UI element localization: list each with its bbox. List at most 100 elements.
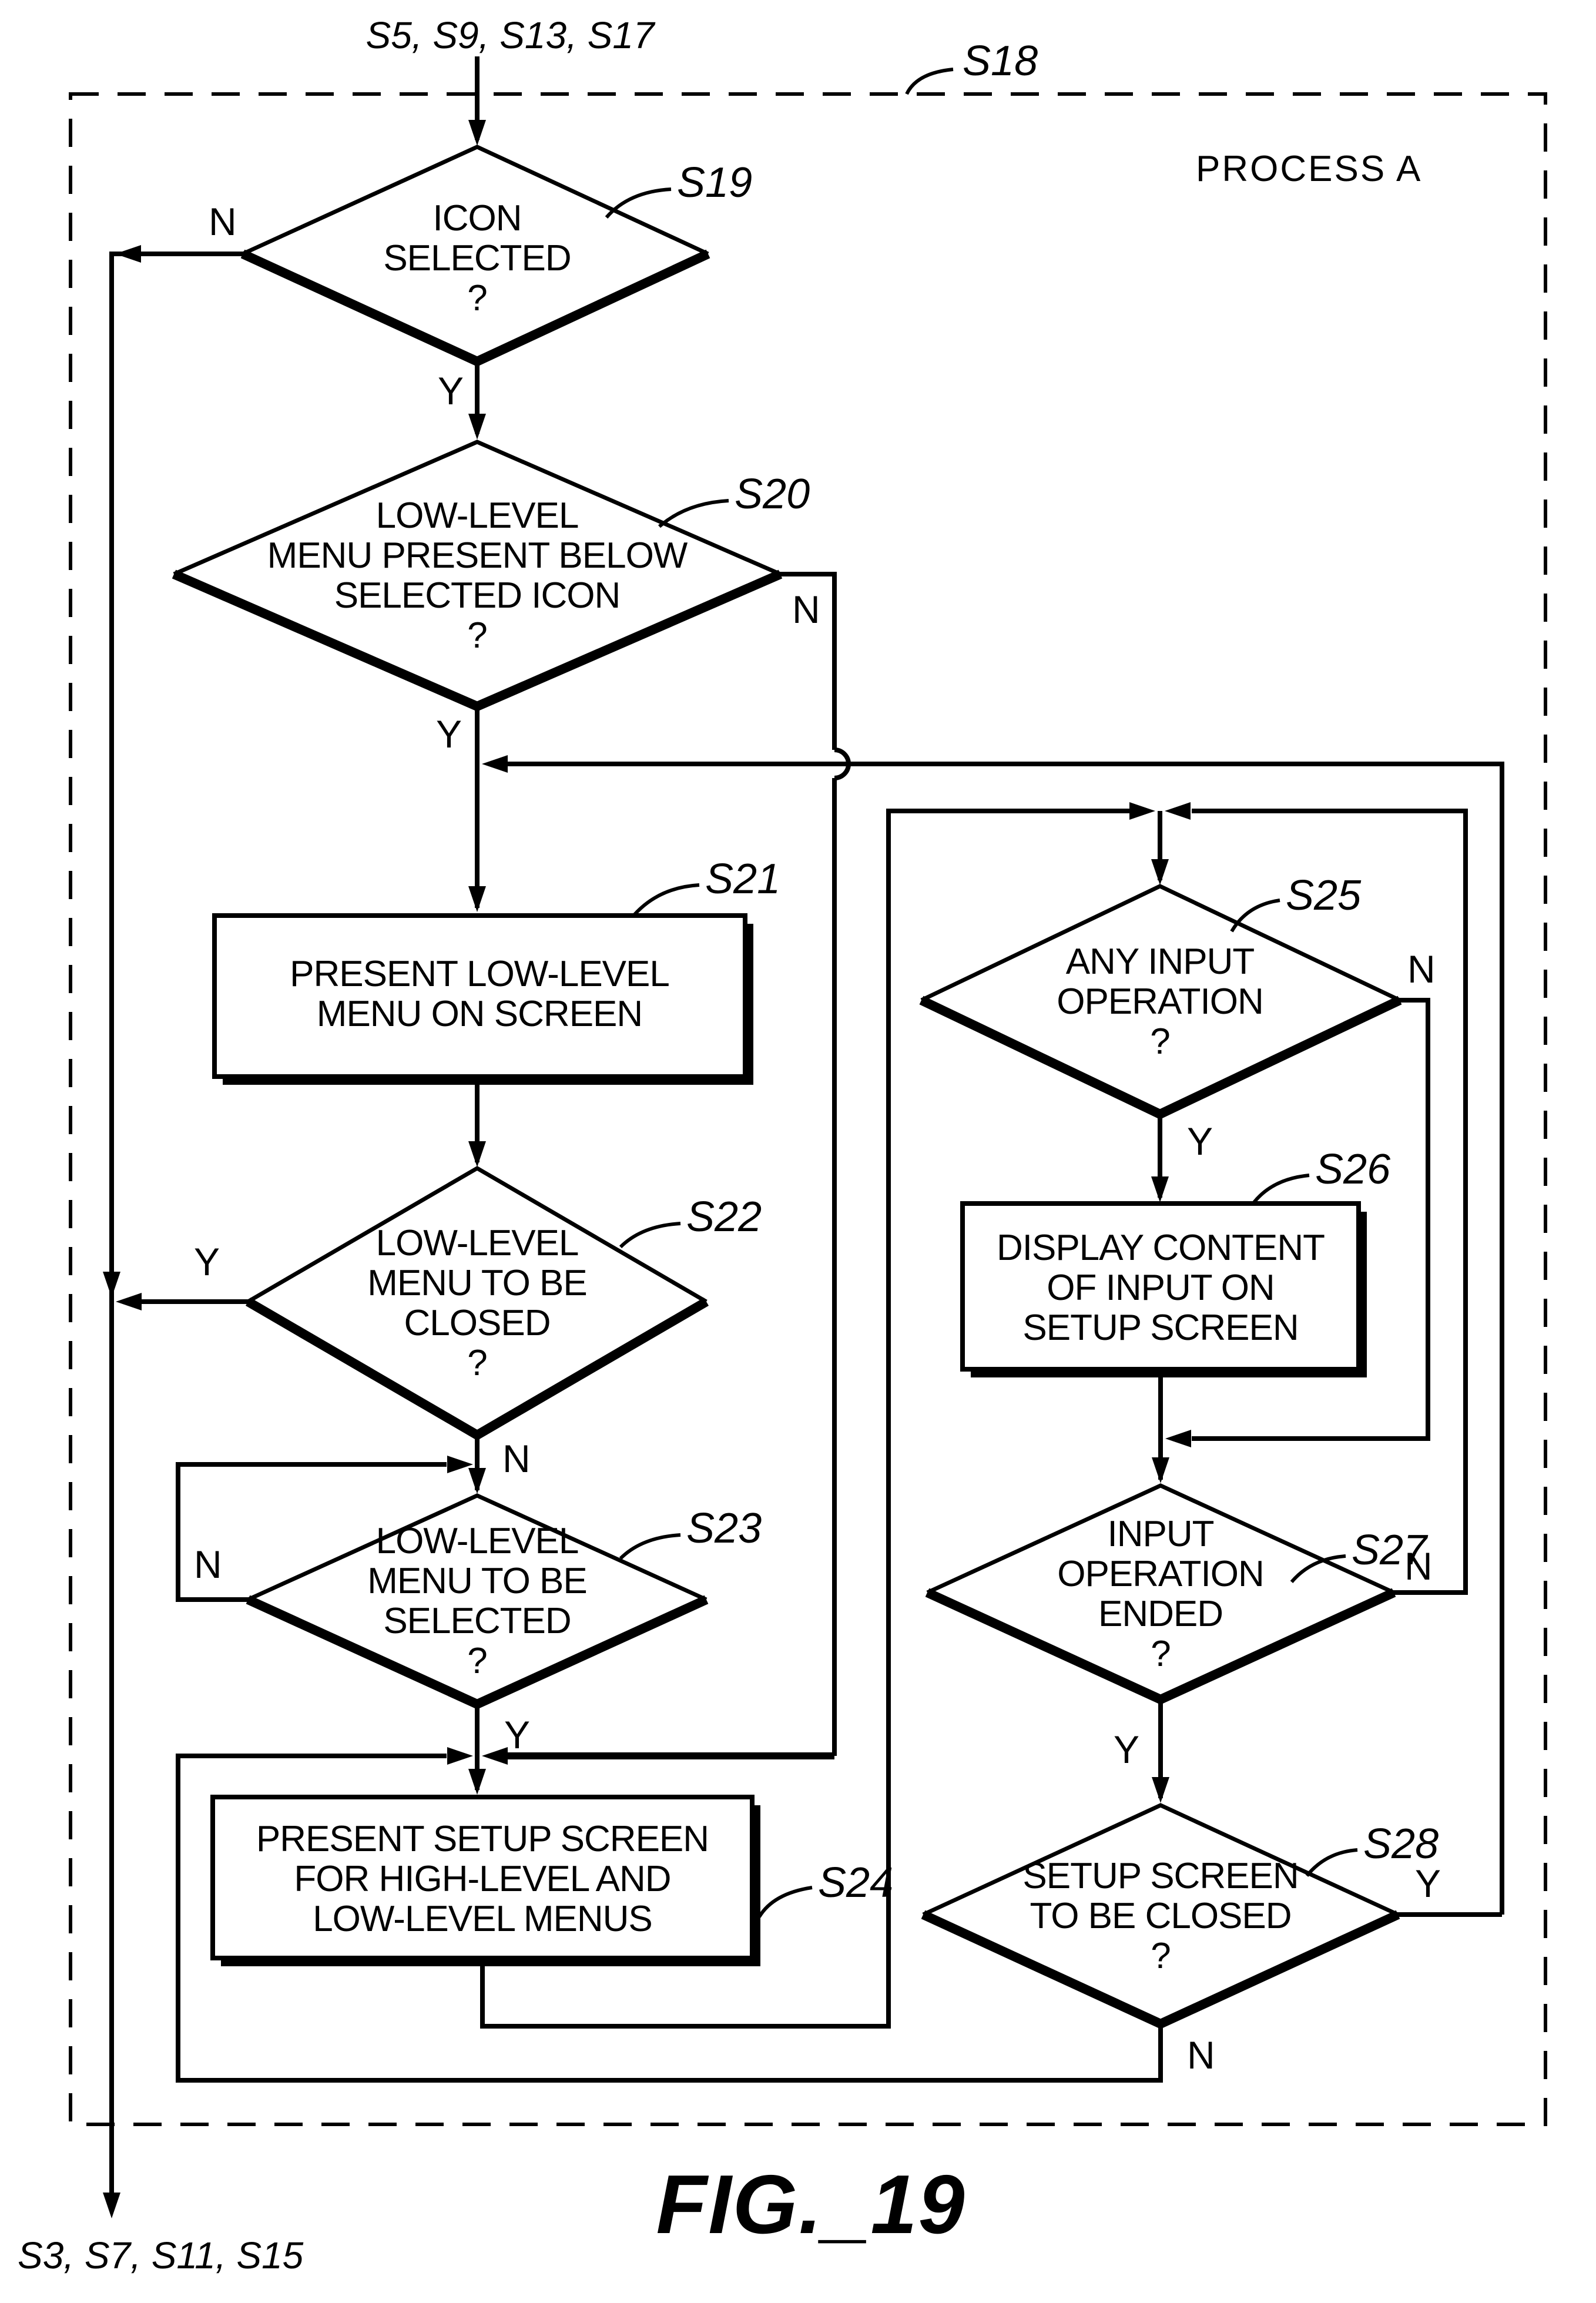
process-a-title: PROCESS A	[1196, 149, 1422, 189]
s19-text-line: ICON	[433, 198, 522, 239]
arrowhead-s19-no-corner	[115, 245, 141, 263]
s19-text-line: ?	[467, 278, 487, 319]
s23-text-line: LOW-LEVEL	[376, 1521, 579, 1561]
s22-yes-label: Y	[194, 1240, 220, 1283]
s27-no-return-line	[1192, 809, 1468, 1595]
s24-step-label: S24	[818, 1859, 893, 1906]
s27-text-line: ENDED	[1098, 1594, 1223, 1634]
arrowhead-exit-bottom	[103, 2193, 120, 2218]
arrowhead-s20-no-into-s24-junction	[482, 1747, 508, 1765]
s22-text-line: MENU TO BE	[367, 1263, 587, 1303]
s20-text-line: ?	[467, 615, 487, 656]
s25-leader-line	[1230, 899, 1280, 933]
arrowhead-into-s24	[468, 1769, 486, 1795]
arrowhead-into-s27	[1152, 1457, 1169, 1483]
s19-leader-line	[605, 187, 672, 219]
s28-leader-line	[1305, 1848, 1358, 1877]
arrowhead-merge-right-into-s25	[1165, 802, 1191, 820]
s28-no-return-line	[176, 1754, 1163, 2083]
s26-text-line: SETUP SCREEN	[1022, 1308, 1298, 1348]
s19-no-label: N	[209, 200, 237, 243]
s19-diamond	[242, 145, 709, 256]
s20-step-label: S20	[735, 471, 810, 518]
s28-text-line: ?	[1151, 1936, 1170, 1976]
s25-text-line: ?	[1150, 1021, 1169, 1062]
s20-leader-line	[658, 499, 729, 528]
process-a-dashed-boundary	[69, 92, 1547, 2126]
s22-text-line: ?	[467, 1343, 487, 1383]
s25-step-label: S25	[1286, 872, 1362, 919]
s25-no-label: N	[1407, 947, 1436, 991]
arrowhead-return-into-column	[482, 755, 508, 773]
s22-step-label: S22	[686, 1194, 762, 1241]
s28-diamond	[922, 1803, 1399, 1917]
arrowhead-left-line-down	[103, 1272, 120, 1298]
s26-step-label: S26	[1315, 1146, 1391, 1193]
arrowhead-merge-left-into-s25	[1129, 802, 1155, 820]
s25-yes-label: Y	[1187, 1119, 1213, 1163]
s26-text-line: OF INPUT ON	[1047, 1268, 1274, 1308]
s28-text-line: SETUP SCREEN	[1022, 1856, 1298, 1896]
s23-step-label: S23	[686, 1505, 762, 1552]
s23-diamond	[247, 1493, 708, 1602]
s23-yes-label: Y	[504, 1713, 530, 1756]
arrowhead-bypass-into-s27-line	[1165, 1430, 1191, 1447]
s25-no-bypass-line	[1192, 998, 1430, 1441]
s20-no-label: N	[792, 588, 820, 631]
s25-diamond	[920, 884, 1401, 1003]
s20-diamond	[173, 440, 782, 576]
s27-no-label: N	[1404, 1544, 1433, 1588]
boundary-label-s18: S18	[963, 38, 1038, 85]
entry-steps-label: S5, S9, S13, S17	[366, 14, 656, 56]
s21-text-line: MENU ON SCREEN	[317, 994, 642, 1034]
s20-text-line: SELECTED ICON	[334, 575, 621, 616]
s27-yes-label: Y	[1114, 1728, 1139, 1771]
arrowhead-loop-into-s23-line	[447, 1456, 473, 1473]
s24-to-s25-loop-line	[480, 809, 1131, 2029]
s24-text-line: LOW-LEVEL MENUS	[313, 1899, 652, 1939]
s24-text-line: FOR HIGH-LEVEL AND	[294, 1859, 670, 1899]
s21-leader-line	[633, 883, 700, 916]
s20-yes-label: Y	[436, 712, 462, 756]
s20-text-line: LOW-LEVEL	[376, 495, 579, 536]
s28-text-line: TO BE CLOSED	[1030, 1896, 1291, 1936]
s24-box	[210, 1795, 755, 1960]
s22-diamond	[247, 1165, 708, 1304]
s21-step-label: S21	[705, 856, 780, 903]
arrowhead-into-s28	[1152, 1777, 1169, 1803]
s23-text-line: MENU TO BE	[367, 1561, 587, 1601]
s19-yes-label: Y	[438, 369, 464, 413]
arrowhead-into-s25	[1151, 859, 1169, 885]
s25-text-line: OPERATION	[1057, 981, 1263, 1022]
s22-text-line: CLOSED	[404, 1303, 551, 1343]
arrowhead-into-s22	[468, 1141, 486, 1167]
s28-yes-return-line	[492, 762, 1504, 1915]
s22-leader-line	[619, 1222, 681, 1249]
s25-text-line: ANY INPUT	[1066, 941, 1255, 982]
s27-leader-line	[1290, 1554, 1346, 1583]
s23-leader-line	[619, 1533, 681, 1560]
s19-no-line	[109, 252, 243, 2210]
s26-leader-line	[1252, 1174, 1310, 1204]
arrowhead-s28-no-into-s24-junction	[447, 1747, 473, 1765]
figure-caption: FIG._19	[656, 2158, 965, 2251]
arrowhead-into-s26	[1151, 1176, 1169, 1202]
s20-text-line: MENU PRESENT BELOW	[267, 535, 688, 576]
s27-text-line: INPUT	[1108, 1514, 1214, 1554]
s27-text-line: OPERATION	[1057, 1554, 1264, 1594]
s28-diamond-shadow-edges	[921, 1910, 1400, 2029]
s26-text-line: DISPLAY CONTENT	[997, 1228, 1325, 1268]
s23-text-line: SELECTED	[383, 1601, 571, 1641]
s18-leader-line	[905, 68, 954, 95]
s24-text-line: PRESENT SETUP SCREEN	[256, 1819, 709, 1859]
s19-step-label: S19	[677, 159, 752, 206]
s24-leader-line	[757, 1886, 813, 1918]
arrowhead-s22-yes-into-left-line	[116, 1293, 142, 1310]
s20-no-line-upper	[780, 572, 837, 750]
s21-box	[212, 913, 747, 1079]
s27-diamond	[926, 1483, 1395, 1595]
s23-text-line: ?	[467, 1641, 487, 1681]
s27-step-label: S27	[1352, 1527, 1429, 1574]
